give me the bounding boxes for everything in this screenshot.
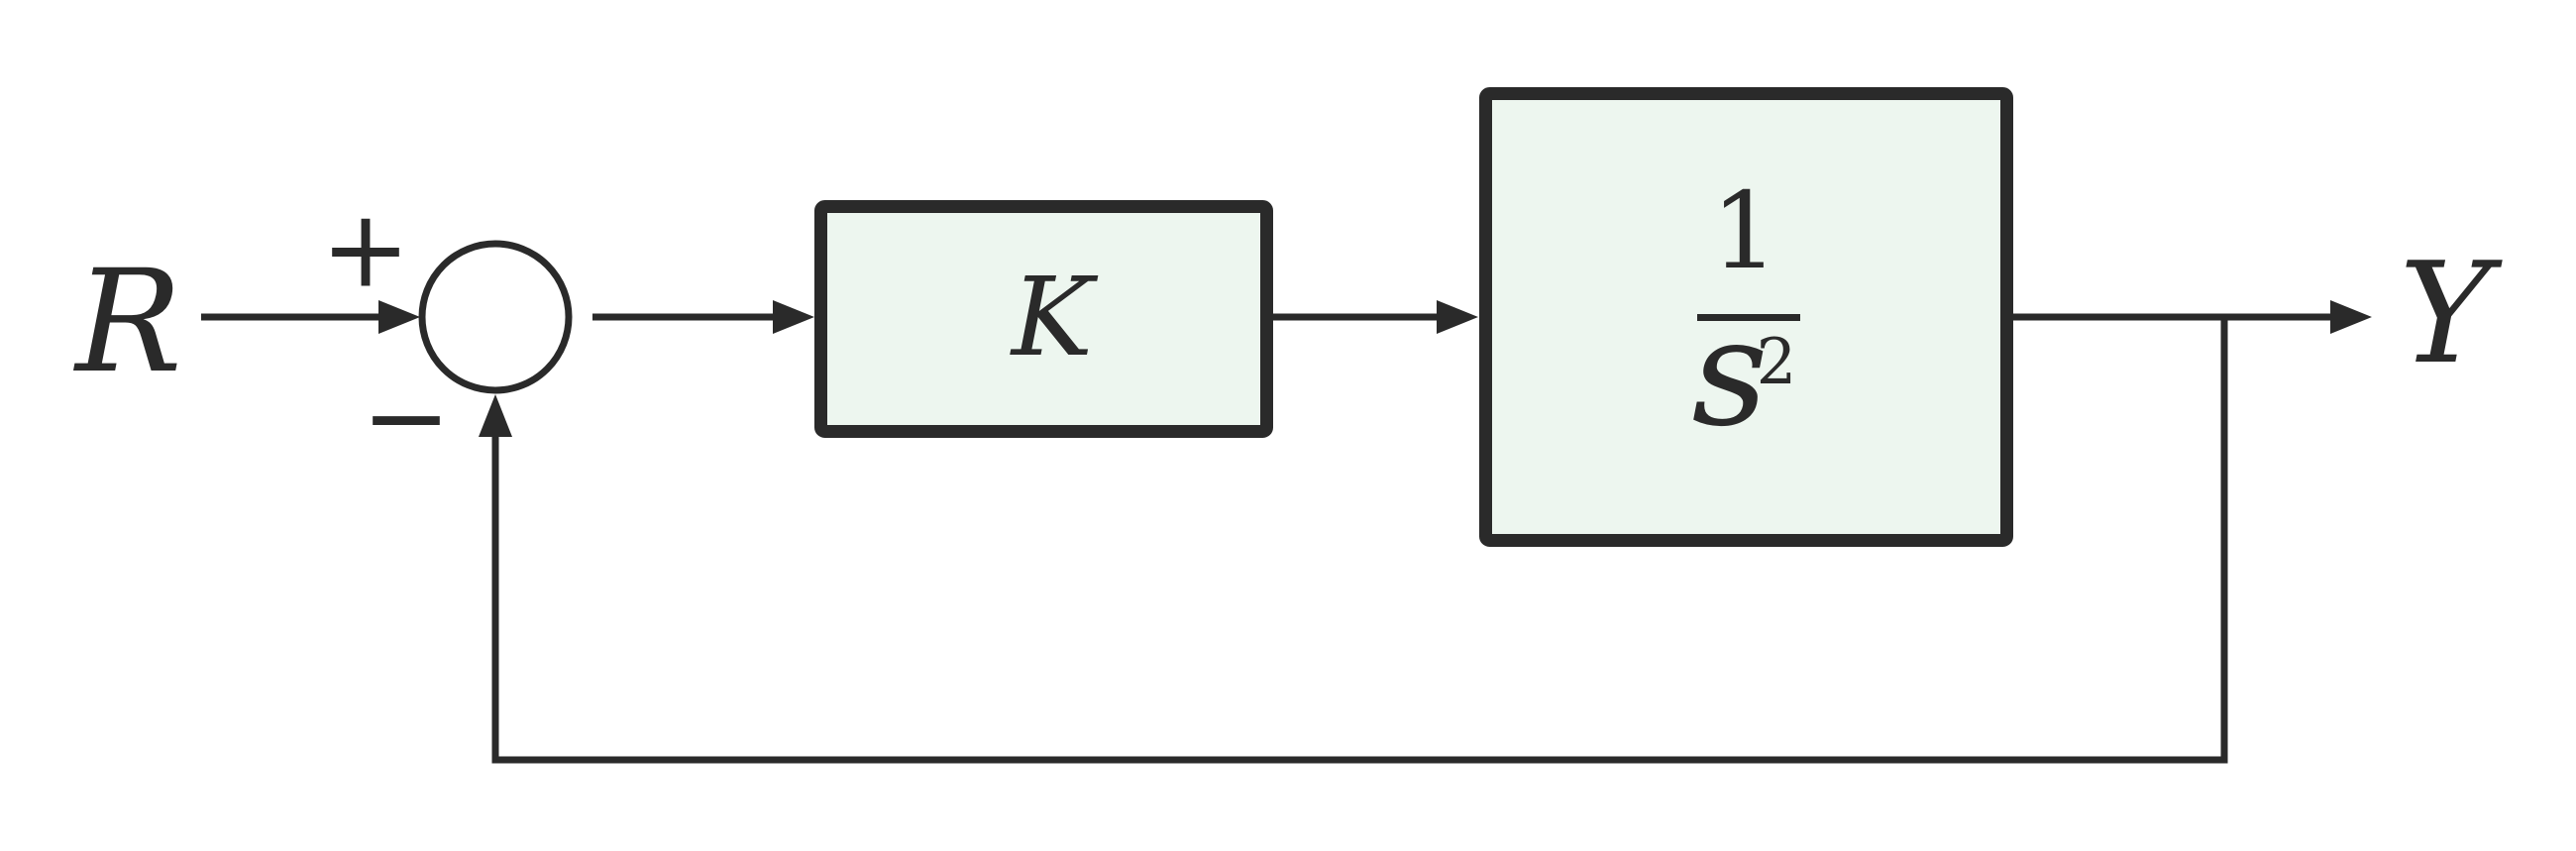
summing-minus-sign-label: −	[362, 357, 452, 480]
plant-numerator-label: 1	[1711, 170, 1778, 293]
gain-block-label: K	[1010, 254, 1099, 380]
input-signal-label: R	[72, 239, 182, 404]
summing-junction-circle	[418, 240, 573, 394]
summing-plus-sign-label: +	[321, 188, 411, 312]
plant-denominator-exponent-label: 2	[1757, 326, 1797, 399]
gain-output-arrowhead-icon	[1437, 300, 1478, 334]
output-arrowhead-icon	[2330, 300, 2372, 334]
feedback-arrowhead-icon	[479, 394, 512, 437]
input-arrowhead-icon	[378, 300, 420, 334]
error-arrowhead-icon	[773, 300, 814, 334]
output-signal-label: Y	[2399, 233, 2503, 395]
plant-fraction-bar	[1697, 314, 1800, 321]
feedback-path-line	[491, 317, 2228, 764]
gain-block	[814, 200, 1273, 438]
plant-denominator-base-label: s	[1692, 287, 1769, 460]
